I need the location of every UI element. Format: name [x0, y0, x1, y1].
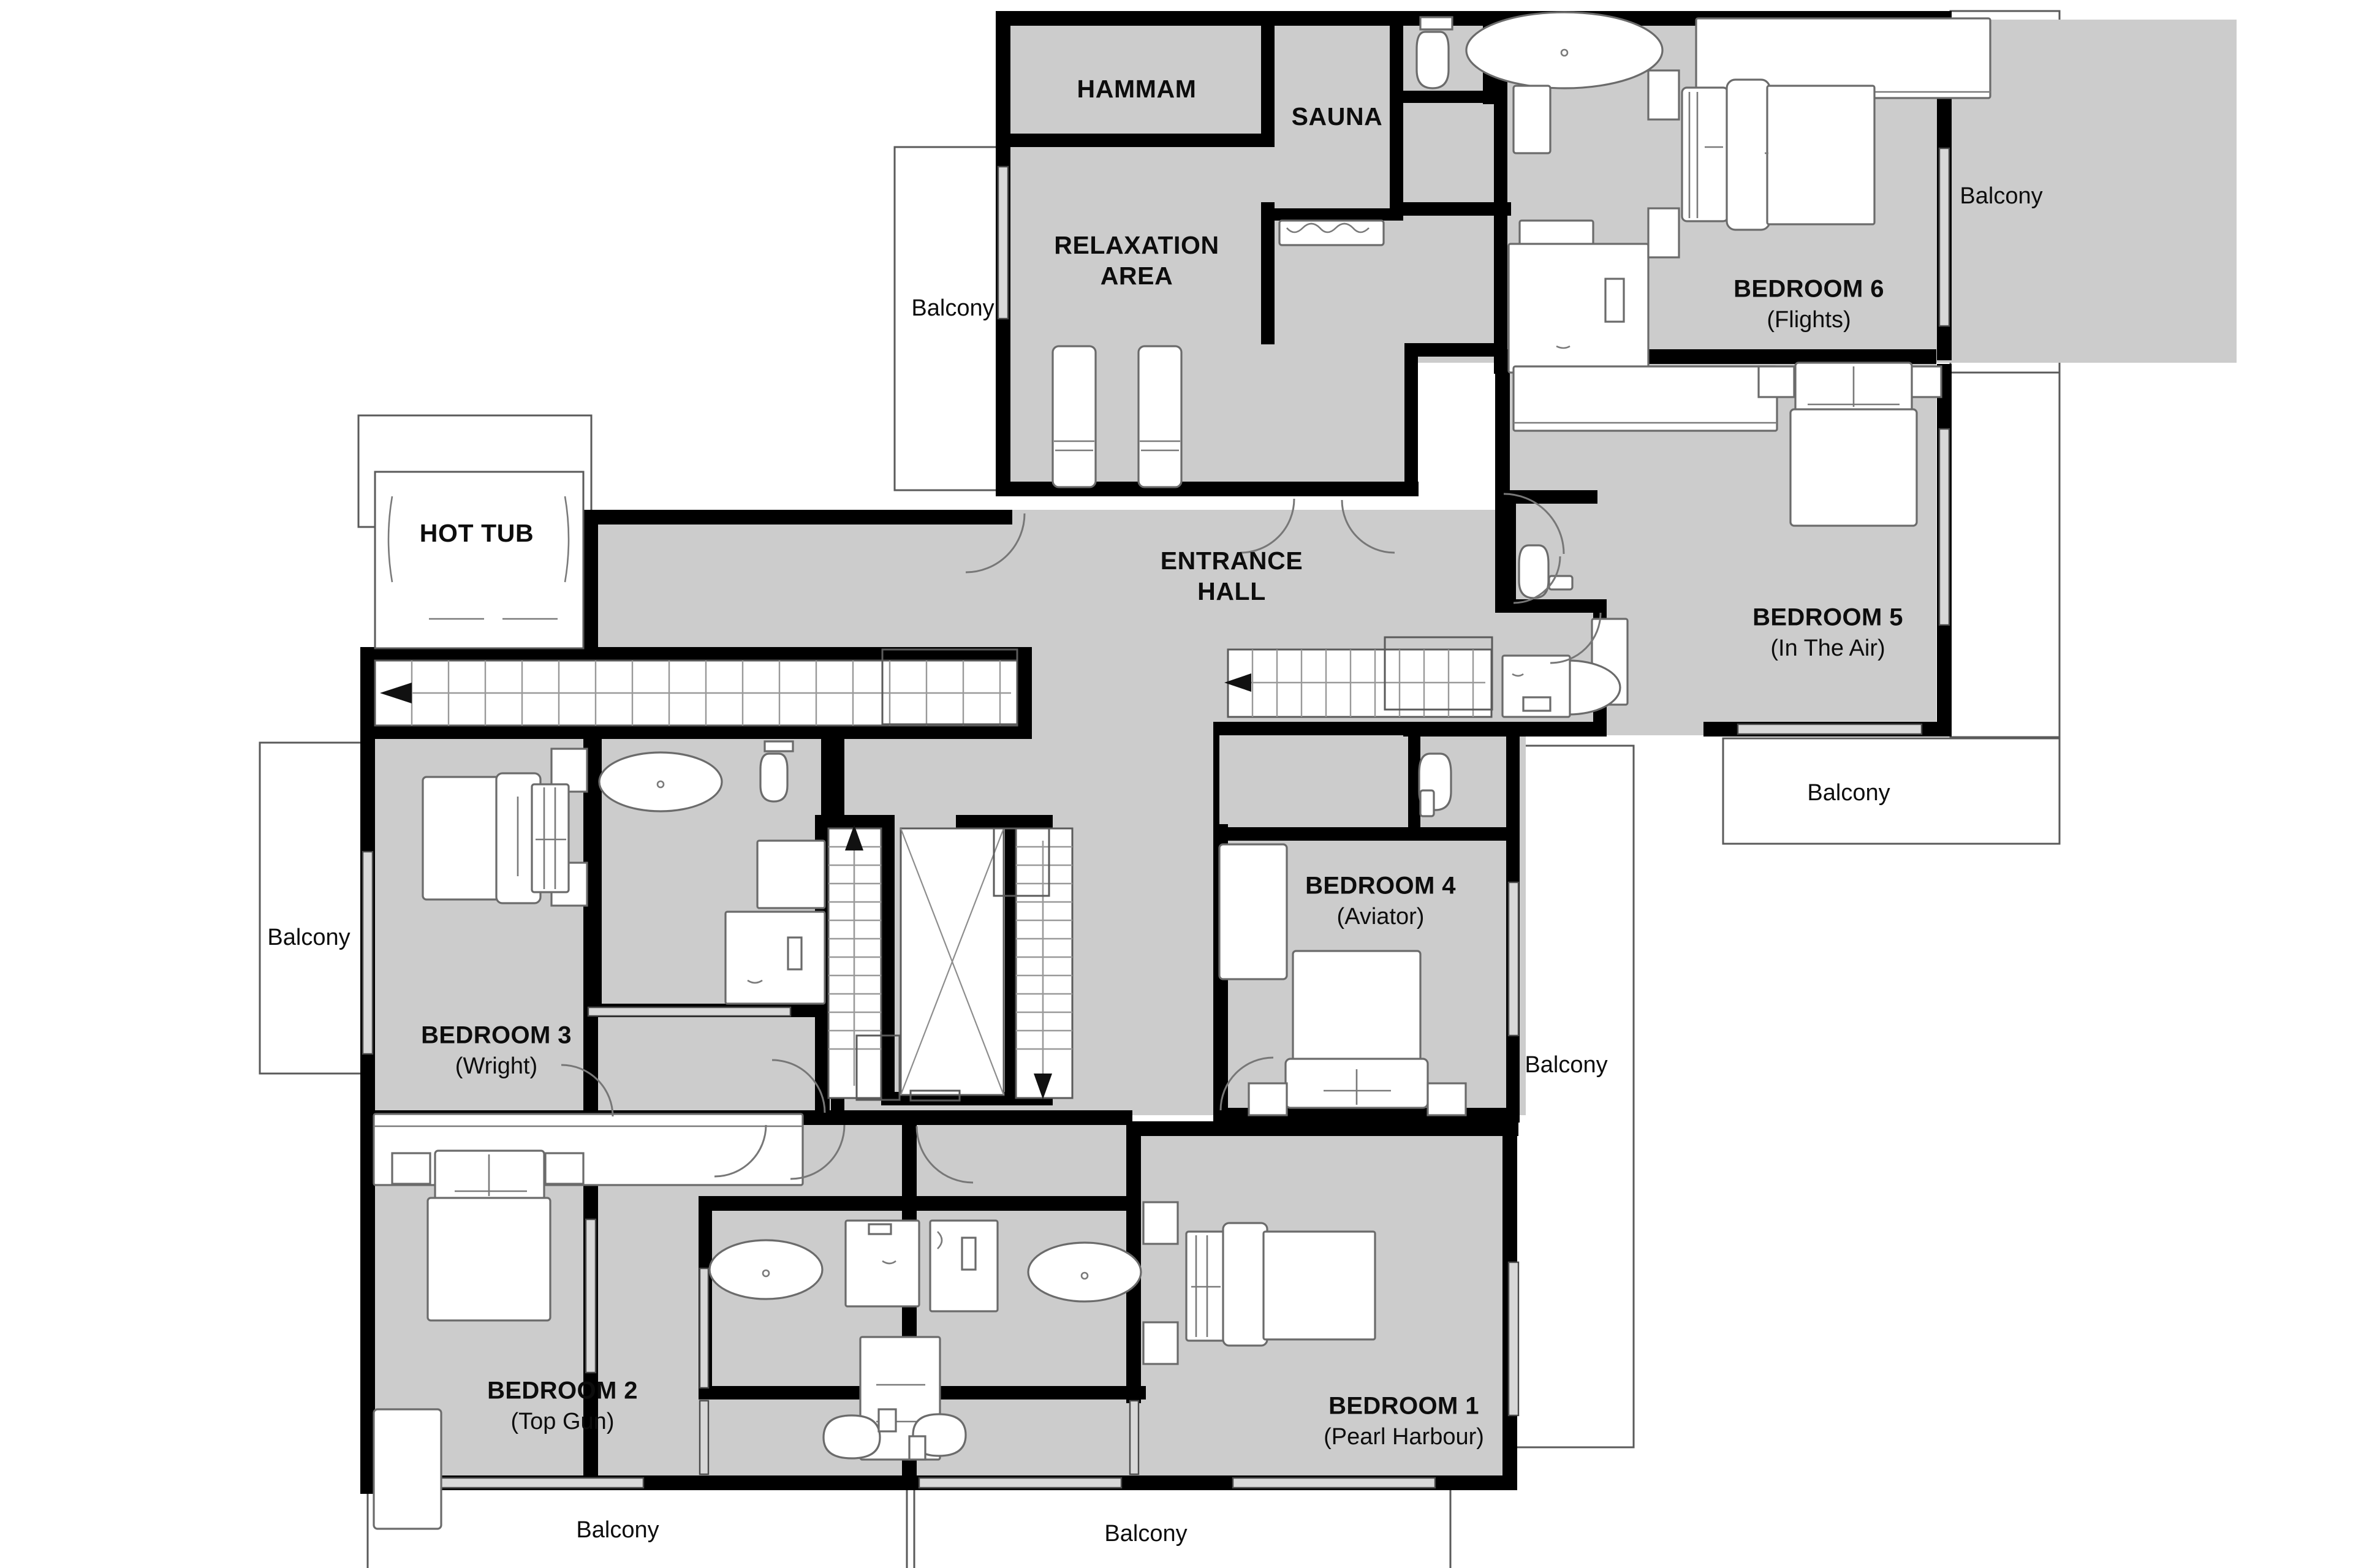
walls	[360, 11, 1952, 1494]
staircase-hall	[1224, 636, 1493, 718]
windows	[362, 147, 1950, 1489]
door-swings	[561, 493, 1602, 1184]
fixtures	[373, 11, 1991, 1530]
room-fills	[368, 20, 2237, 1489]
stair-core	[827, 825, 1074, 1102]
staircase-upper	[374, 648, 1018, 727]
